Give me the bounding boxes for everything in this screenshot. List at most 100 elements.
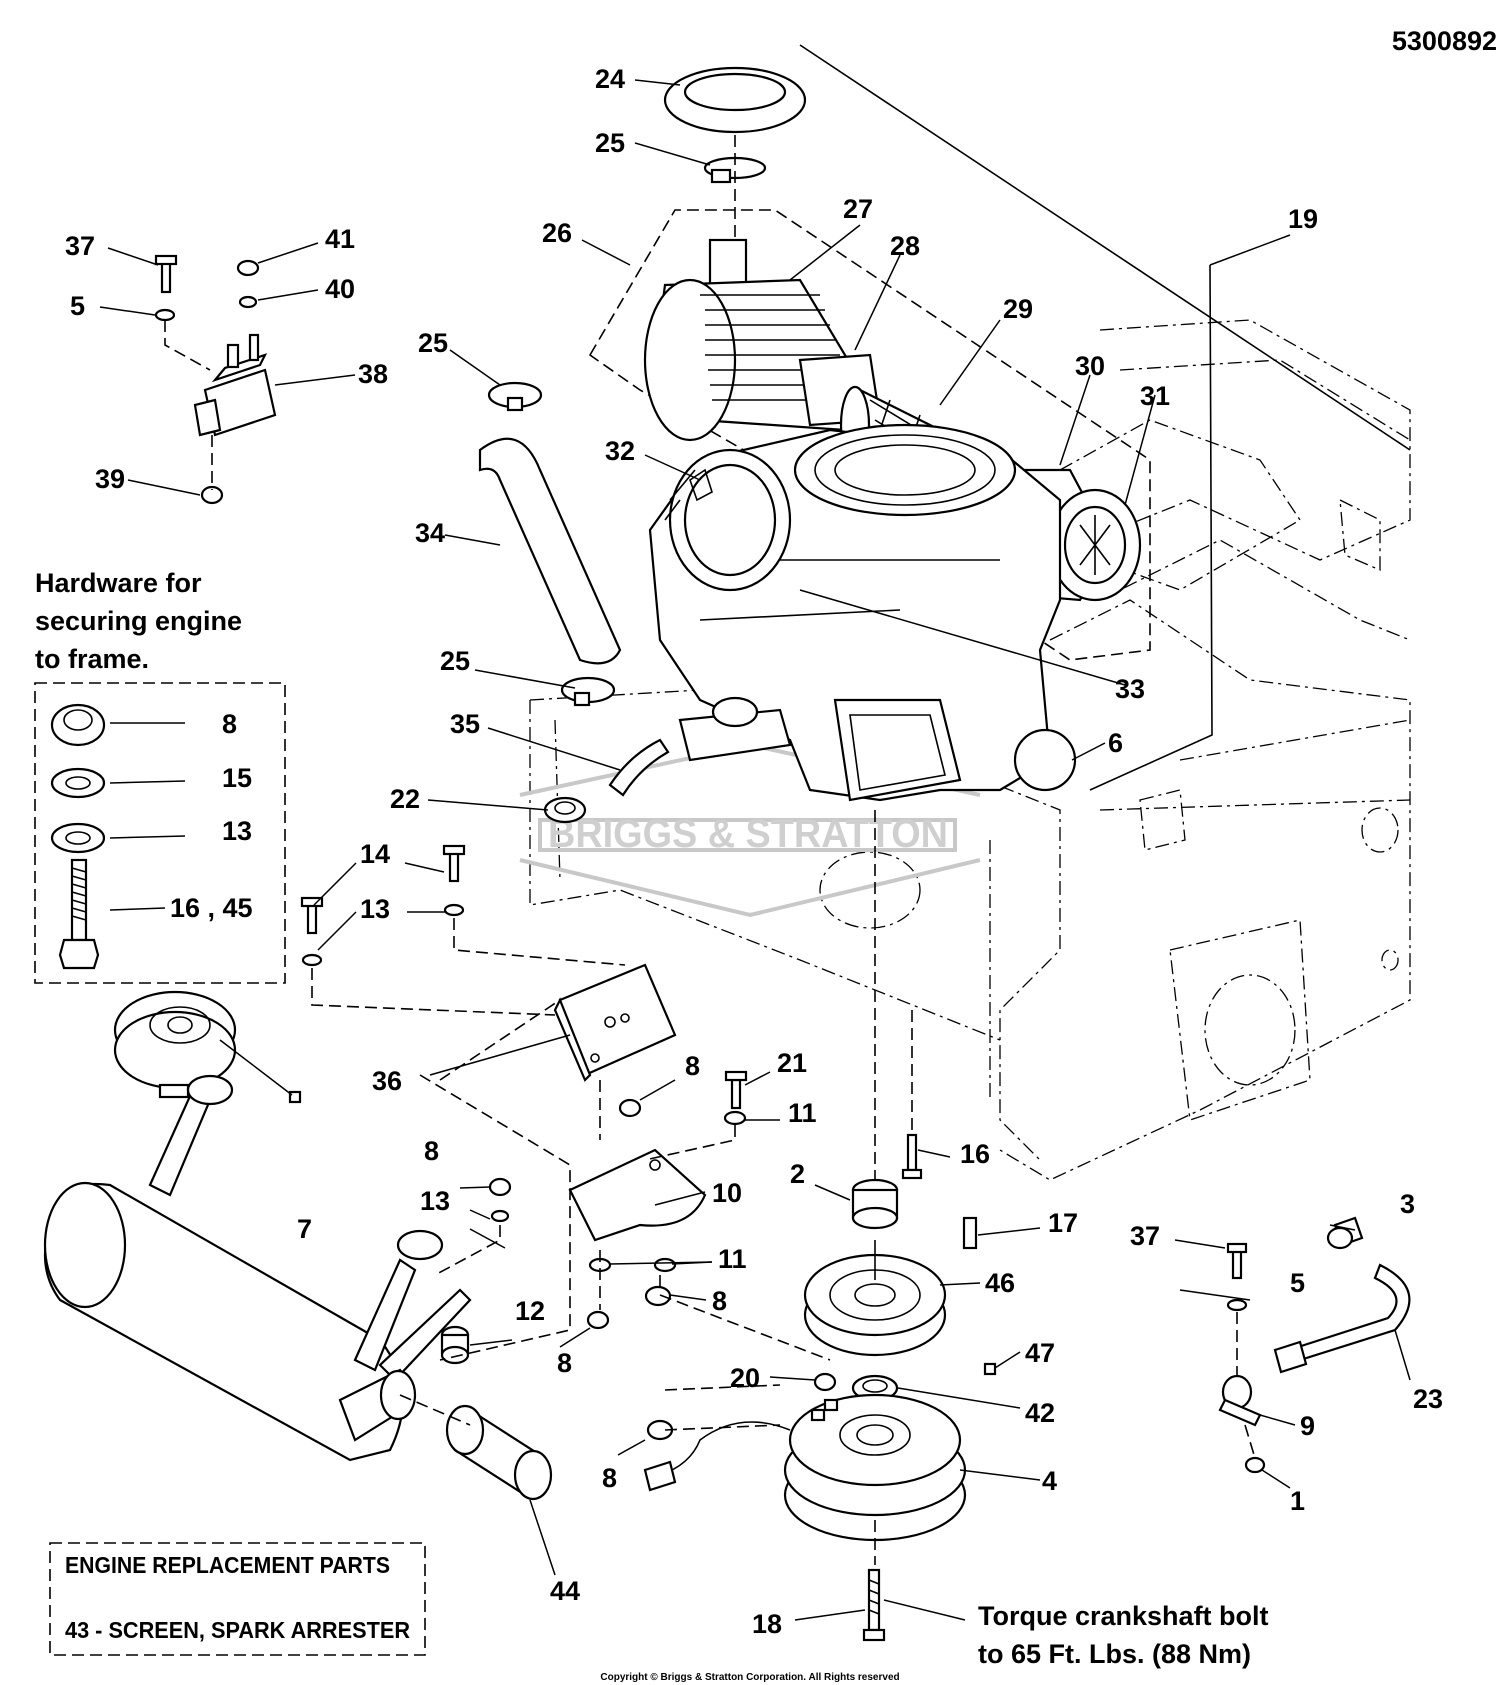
- torque-note-line-1: Torque crankshaft bolt: [978, 1601, 1269, 1631]
- diagram-number: 5300892: [1392, 26, 1497, 56]
- grommet: [543, 796, 587, 824]
- engine-replacement-box: ENGINE REPLACEMENT PARTS 43 - SCREEN, SP…: [49, 1542, 426, 1656]
- callout-24: 24: [595, 64, 625, 94]
- callout-16: 16: [960, 1139, 990, 1169]
- callout-19: 19: [1288, 204, 1318, 234]
- callout-35: 35: [450, 709, 480, 739]
- callout-47: 47: [1025, 1338, 1055, 1368]
- callout-2: 2: [790, 1159, 805, 1189]
- bolt-21: [730, 1078, 742, 1110]
- fitting-3: [1326, 1216, 1364, 1250]
- bolt-37-upper: [160, 260, 172, 294]
- washer-11-right: [653, 1257, 677, 1273]
- callout-32: 32: [605, 436, 635, 466]
- callout-39: 39: [95, 464, 125, 494]
- bracket-36: [553, 963, 677, 1082]
- plate-10: [568, 1148, 707, 1242]
- nut-8-lower-right: [644, 1285, 672, 1307]
- callout-23: 23: [1413, 1384, 1443, 1414]
- callout-25-lower: 25: [440, 646, 470, 676]
- washer-13-muffler: [490, 1209, 510, 1223]
- callout-37-upper: 37: [65, 231, 95, 261]
- callout-8-clutch: 8: [602, 1463, 617, 1493]
- key-17: [962, 1216, 978, 1250]
- callout-3: 3: [1400, 1189, 1415, 1219]
- callout-44: 44: [550, 1576, 580, 1606]
- hardware-title-line-1: Hardware for: [35, 568, 202, 598]
- pulley-46: [803, 1240, 947, 1357]
- hardware-item-13: 13: [222, 816, 252, 846]
- frame-outline: [529, 44, 1411, 1181]
- bolt-14-right: [448, 851, 460, 883]
- callout-5-upper: 5: [70, 291, 85, 321]
- callout-8-washer: 8: [712, 1286, 727, 1316]
- fuel-line-23: [1273, 1263, 1411, 1374]
- washer-5-upper: [154, 308, 176, 322]
- nut-39: [200, 485, 224, 505]
- callout-33: 33: [1115, 674, 1145, 704]
- nut-1: [1244, 1456, 1266, 1474]
- callout-26: 26: [542, 218, 572, 248]
- washer-13-left: [301, 953, 323, 967]
- washer-11-center: [723, 1110, 747, 1126]
- clamp-lower: [560, 676, 616, 707]
- bolt-14-left: [306, 903, 318, 935]
- callout-36: 36: [372, 1066, 402, 1096]
- callout-27: 27: [843, 194, 873, 224]
- copyright: Copyright © Briggs & Stratton Corporatio…: [600, 1672, 899, 1683]
- callout-7: 7: [297, 1214, 312, 1244]
- callout-30: 30: [1075, 351, 1105, 381]
- callout-6: 6: [1108, 728, 1123, 758]
- nut-8-muffler: [488, 1177, 512, 1197]
- set-screw: [288, 1090, 302, 1104]
- callout-17: 17: [1048, 1208, 1078, 1238]
- callout-11-upper: 11: [788, 1098, 817, 1128]
- callout-13-upper: 13: [360, 894, 390, 924]
- callout-22: 22: [390, 784, 420, 814]
- torque-note-line-2: to 65 Ft. Lbs. (88 Nm): [978, 1639, 1251, 1669]
- callout-25-top: 25: [595, 128, 625, 158]
- hardware-item-15: 15: [222, 763, 252, 793]
- callout-8-muffler: 8: [424, 1136, 439, 1166]
- breather-hose: [608, 696, 759, 797]
- callout-11-lower: 11: [718, 1244, 747, 1274]
- nut-41: [236, 259, 260, 277]
- callout-10: 10: [712, 1178, 742, 1208]
- svg-text:BRIGGS & STRATTON: BRIGGS & STRATTON: [548, 812, 948, 856]
- engine-replacement-title: ENGINE REPLACEMENT PARTS: [65, 1552, 390, 1578]
- callout-42: 42: [1025, 1398, 1055, 1428]
- callout-38: 38: [358, 359, 388, 389]
- spark-arrester-line: 43 - SCREEN, SPARK ARRESTER: [65, 1617, 410, 1643]
- flange-nut-icon: [50, 703, 106, 747]
- callout-20: 20: [730, 1363, 760, 1393]
- bolt-icon: [58, 858, 100, 970]
- clamp-upper: [487, 381, 543, 412]
- nut-20: [813, 1372, 837, 1392]
- callout-5-lower: 5: [1290, 1268, 1305, 1298]
- intake-hose: [478, 437, 622, 665]
- callout-8-bracket: 8: [685, 1051, 700, 1081]
- callout-8-lower-left: 8: [557, 1348, 572, 1378]
- callout-21: 21: [777, 1048, 807, 1078]
- pto-clutch: [643, 1393, 967, 1542]
- callout-labels: 24 25 27 26 28 19 37 41 40 5 38 25 29 30…: [65, 64, 1443, 1639]
- callout-40: 40: [325, 274, 355, 304]
- washer-40: [238, 295, 258, 309]
- hardware-item-16-45: 16 , 45: [170, 893, 253, 923]
- callout-9: 9: [1300, 1411, 1315, 1441]
- leader-lines: [99, 79, 1411, 1621]
- muffler: [43, 1074, 472, 1462]
- clamp-9: [1218, 1374, 1262, 1427]
- pto-pulley-upper: [113, 990, 237, 1099]
- callout-37-lower: 37: [1130, 1221, 1160, 1251]
- callout-31: 31: [1140, 381, 1170, 411]
- hardware-box: Hardware for securing engine to frame. 8…: [34, 568, 286, 984]
- callout-18: 18: [752, 1609, 782, 1639]
- callout-41: 41: [325, 224, 355, 254]
- callout-46: 46: [985, 1268, 1015, 1298]
- spark-arrester: [445, 1404, 553, 1501]
- bolt-16: [906, 1133, 918, 1172]
- callout-25-middle: 25: [418, 328, 448, 358]
- hardware-title-line-2: securing engine: [35, 606, 242, 636]
